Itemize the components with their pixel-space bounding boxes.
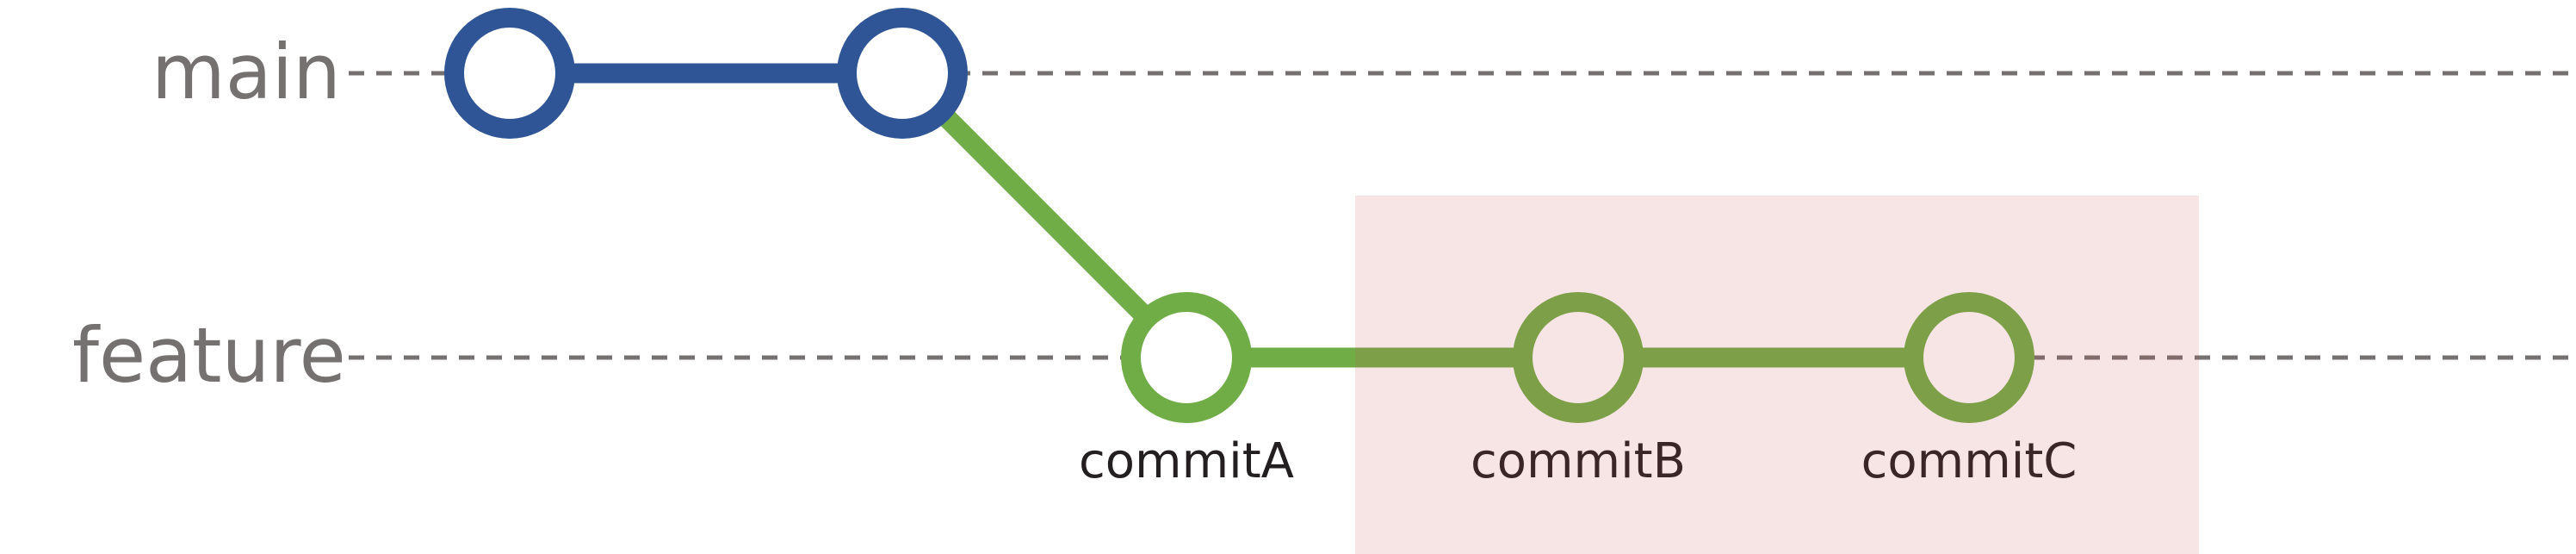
commit-node-main-2[interactable] xyxy=(837,8,968,139)
commit-node-main-1[interactable] xyxy=(444,8,575,139)
commit-label-commitC: commitC xyxy=(1861,433,2078,489)
commit-label-commitB: commitB xyxy=(1470,433,1687,489)
branch-label-feature: feature xyxy=(72,311,346,400)
commit-node-commitC[interactable] xyxy=(1904,292,2034,423)
branch-off-connector xyxy=(895,65,1194,365)
commit-node-commitA[interactable] xyxy=(1121,292,1252,423)
commit-node-commitB[interactable] xyxy=(1513,292,1644,423)
commit-label-commitA: commitA xyxy=(1079,433,1294,489)
branch-label-main: main xyxy=(152,28,341,116)
highlight-region xyxy=(1355,196,2199,554)
